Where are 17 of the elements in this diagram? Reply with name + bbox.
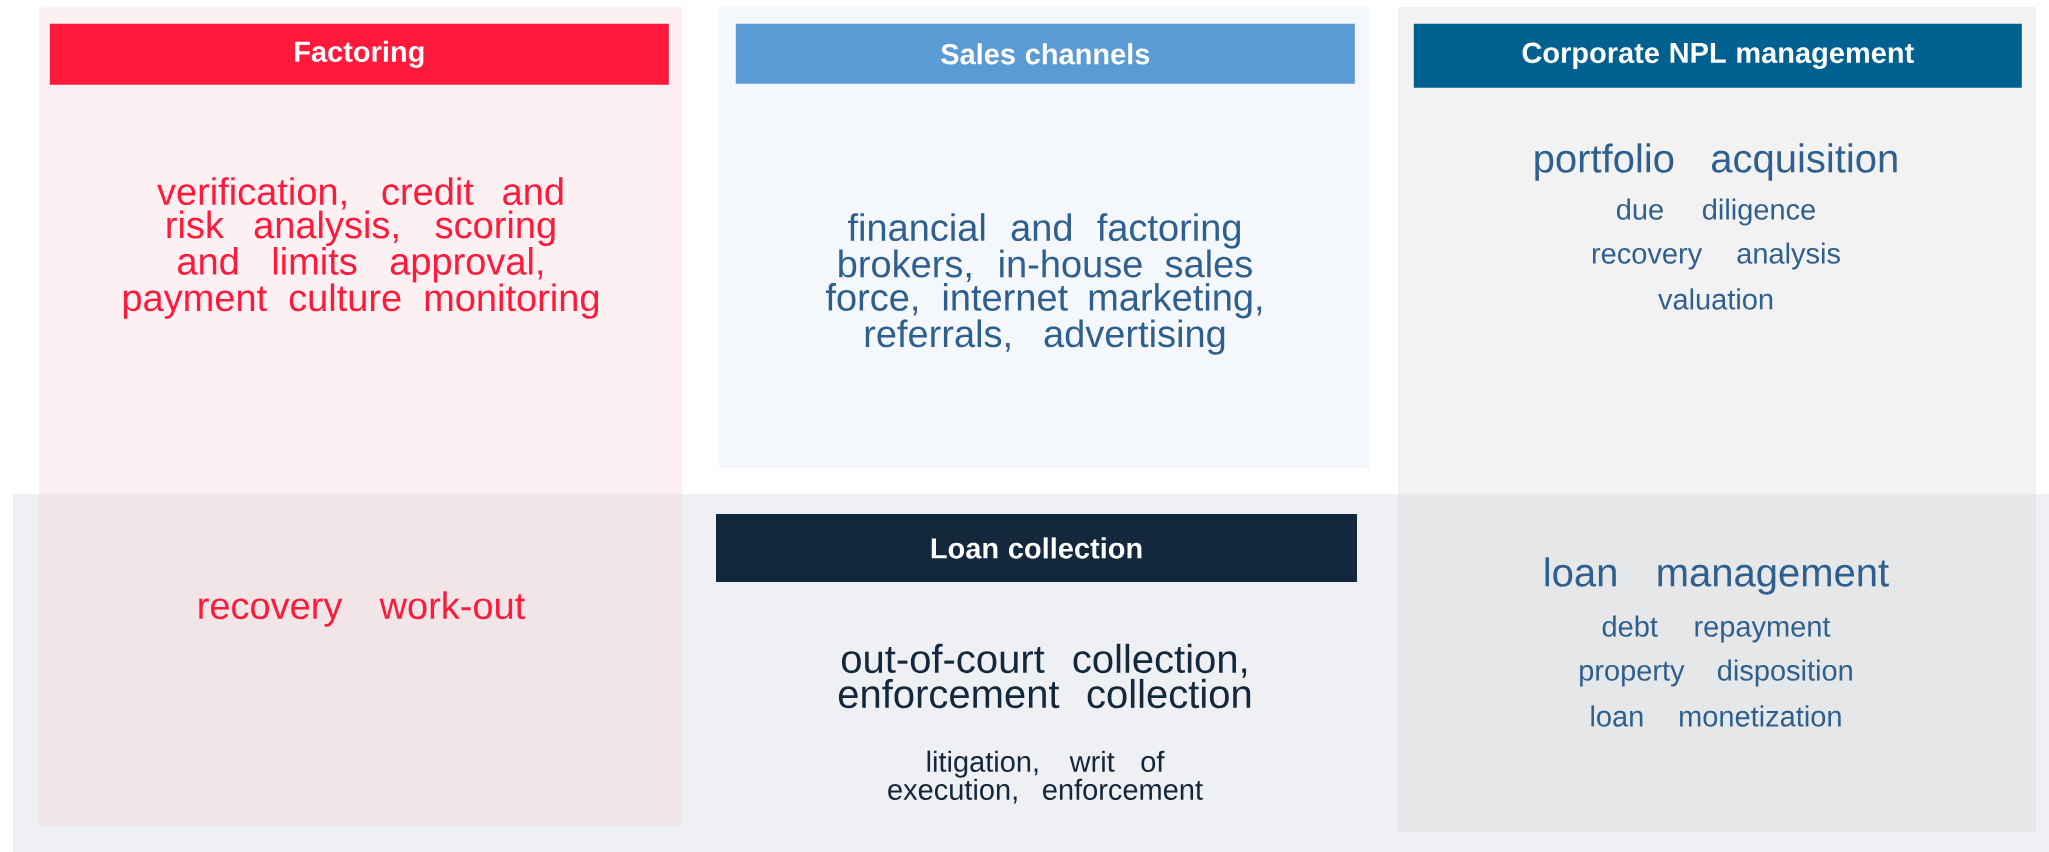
body-text: out-of-court collection, enforcement collection xyxy=(838,643,1251,709)
body-text: litigation, writ of execution, enforcement xyxy=(888,750,1203,804)
panel-text: loan management xyxy=(1545,557,1889,595)
panel-text: due diligence xyxy=(1617,198,1815,226)
panel-text: portfolio acquisition xyxy=(1535,143,1897,181)
panel-text: property disposition xyxy=(1580,659,1852,687)
header-bar: Factoring xyxy=(49,23,669,85)
header-bar: Sales channels xyxy=(735,23,1355,84)
panel-text: valuation xyxy=(1658,288,1773,310)
panel-text: recovery analysis xyxy=(1592,242,1840,270)
panel-text: loan monetization xyxy=(1591,705,1841,727)
panel-text: verification, credit and risk analysis, scoring and limits approval, payment culture monitoring xyxy=(123,177,599,319)
panel-text: debt repayment xyxy=(1602,615,1831,643)
header-bar: Loan collection xyxy=(716,514,1357,582)
header-bar: Corporate NPL management xyxy=(1413,23,2022,88)
panel-text: recovery work-out xyxy=(199,591,525,627)
panel-text: financial and factoring brokers, in-house sales force, internet marketing, referrals, advertising xyxy=(825,213,1262,355)
